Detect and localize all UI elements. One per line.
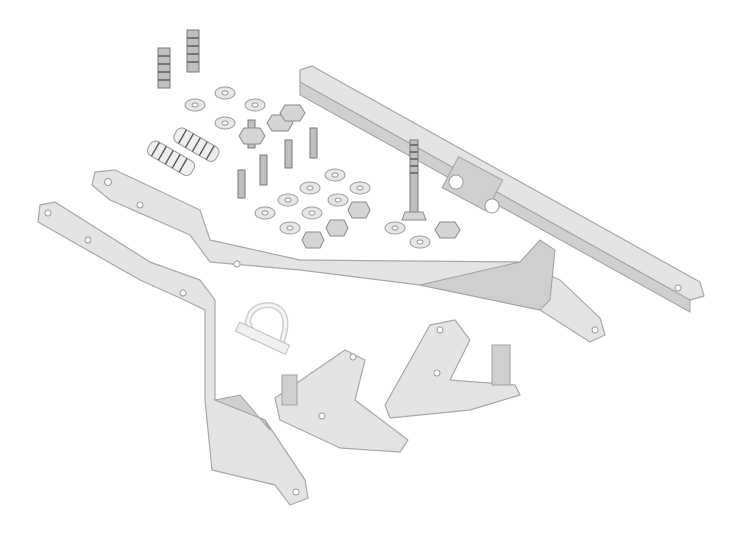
threaded-studs bbox=[157, 29, 200, 89]
long-mounting-bar bbox=[299, 65, 705, 313]
spacer-assembly bbox=[401, 139, 504, 221]
washers-and-nuts bbox=[184, 86, 461, 249]
small-bracket-right bbox=[384, 319, 521, 419]
small-bracket-left bbox=[274, 349, 409, 453]
left-l-bracket bbox=[37, 201, 309, 506]
clear-shackle bbox=[234, 301, 291, 356]
springs bbox=[147, 127, 220, 177]
main-bracket bbox=[91, 169, 606, 343]
